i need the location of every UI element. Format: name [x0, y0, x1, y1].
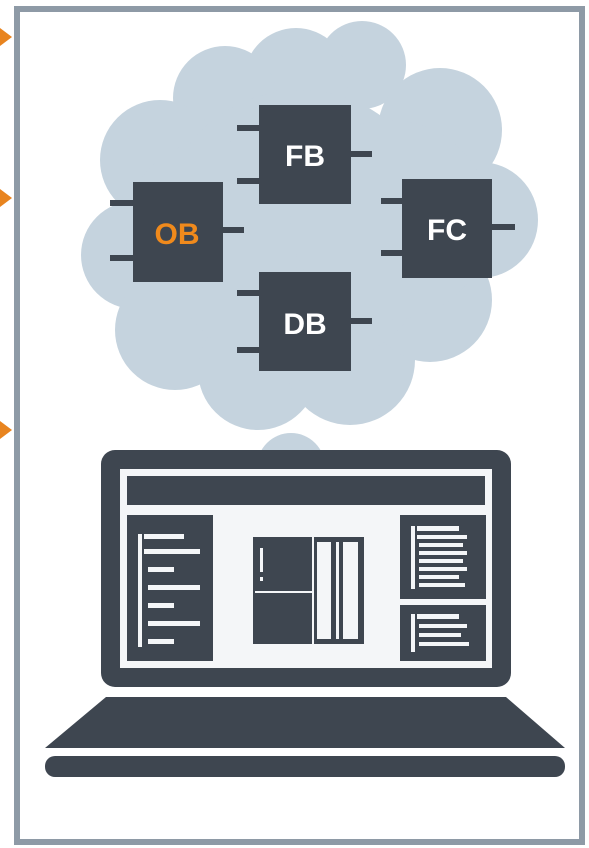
block-label: FB — [285, 140, 325, 173]
orange-triangle-arrow-icon — [0, 421, 12, 439]
window-title-bar — [127, 476, 485, 505]
block-fb: FB — [237, 105, 372, 204]
right-lower-panel — [400, 605, 486, 661]
center-hardware-module — [253, 537, 364, 644]
block-label: DB — [283, 308, 326, 341]
left-panel — [127, 515, 213, 661]
laptop-icon — [45, 450, 565, 777]
block-label-highlighted: OB — [155, 218, 200, 251]
orange-triangle-arrow-icon — [0, 189, 12, 207]
orange-triangle-arrow-icon — [0, 28, 12, 46]
block-label: FC — [427, 214, 467, 247]
block-ob: OB — [110, 182, 244, 282]
laptop-base-front — [45, 756, 565, 777]
right-upper-panel — [400, 515, 486, 599]
block-db: DB — [237, 272, 372, 371]
block-fc: FC — [381, 179, 515, 278]
laptop-base — [45, 697, 565, 748]
